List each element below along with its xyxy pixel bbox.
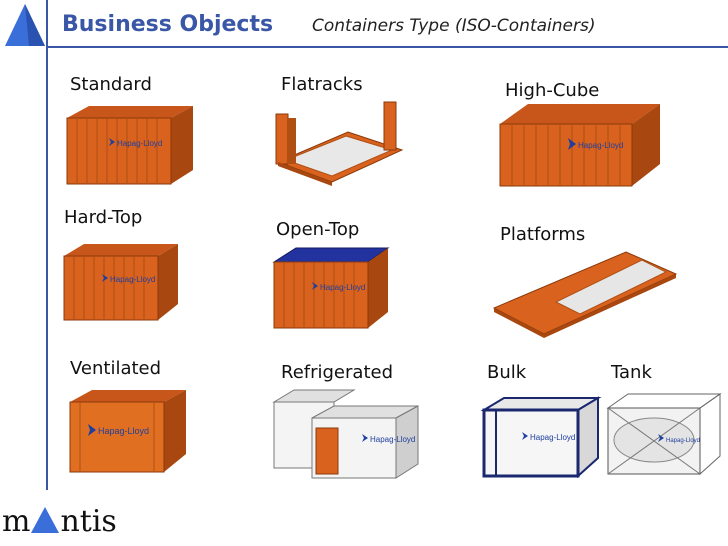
page-subtitle: Containers Type (ISO-Containers) — [312, 16, 596, 36]
blue-triangle-icon — [5, 4, 45, 46]
brand-text: Hapag-Lloyd — [370, 435, 415, 444]
bulk-container-image: Hapag-Lloyd — [480, 396, 602, 479]
brand-text: Hapag-Lloyd — [320, 283, 365, 292]
header-rule — [48, 46, 728, 48]
standard-container-image: Hapag-Lloyd — [66, 106, 193, 185]
tank-container-image: Hapag-Lloyd — [606, 393, 722, 476]
label-hard-top: Hard-Top — [64, 207, 143, 228]
open-top-container-image: Hapag-Lloyd — [272, 247, 390, 329]
high-cube-container-image: Hapag-Lloyd — [499, 104, 660, 187]
label-high-cube: High-Cube — [505, 80, 600, 101]
logo-triangle-icon — [31, 507, 60, 533]
brand-text: Hapag-Lloyd — [578, 141, 623, 150]
hard-top-container-image: Hapag-Lloyd — [63, 244, 178, 321]
brand-text: Hapag-Lloyd — [530, 433, 575, 442]
label-platforms: Platforms — [500, 224, 586, 245]
brand-text: Hapag-Lloyd — [117, 139, 162, 148]
platform-container-image — [492, 251, 678, 338]
page-title: Business Objects — [62, 12, 274, 37]
brand-text: Hapag-Lloyd — [110, 275, 155, 284]
label-refrigerated: Refrigerated — [281, 362, 393, 383]
label-tank: Tank — [611, 362, 652, 383]
label-flatracks: Flatracks — [281, 74, 363, 95]
label-open-top: Open-Top — [276, 219, 360, 240]
label-ventilated: Ventilated — [70, 358, 162, 379]
flatrack-container-image — [275, 101, 404, 186]
label-standard: Standard — [70, 74, 152, 95]
brand-text: Hapag-Lloyd — [666, 438, 700, 444]
brand-text: Hapag-Lloyd — [98, 426, 149, 436]
refrigerated-container-image: Hapag-Lloyd — [272, 389, 419, 479]
label-bulk: Bulk — [487, 362, 527, 383]
vertical-rule — [46, 0, 48, 490]
ventilated-container-image: Hapag-Lloyd — [69, 390, 186, 473]
